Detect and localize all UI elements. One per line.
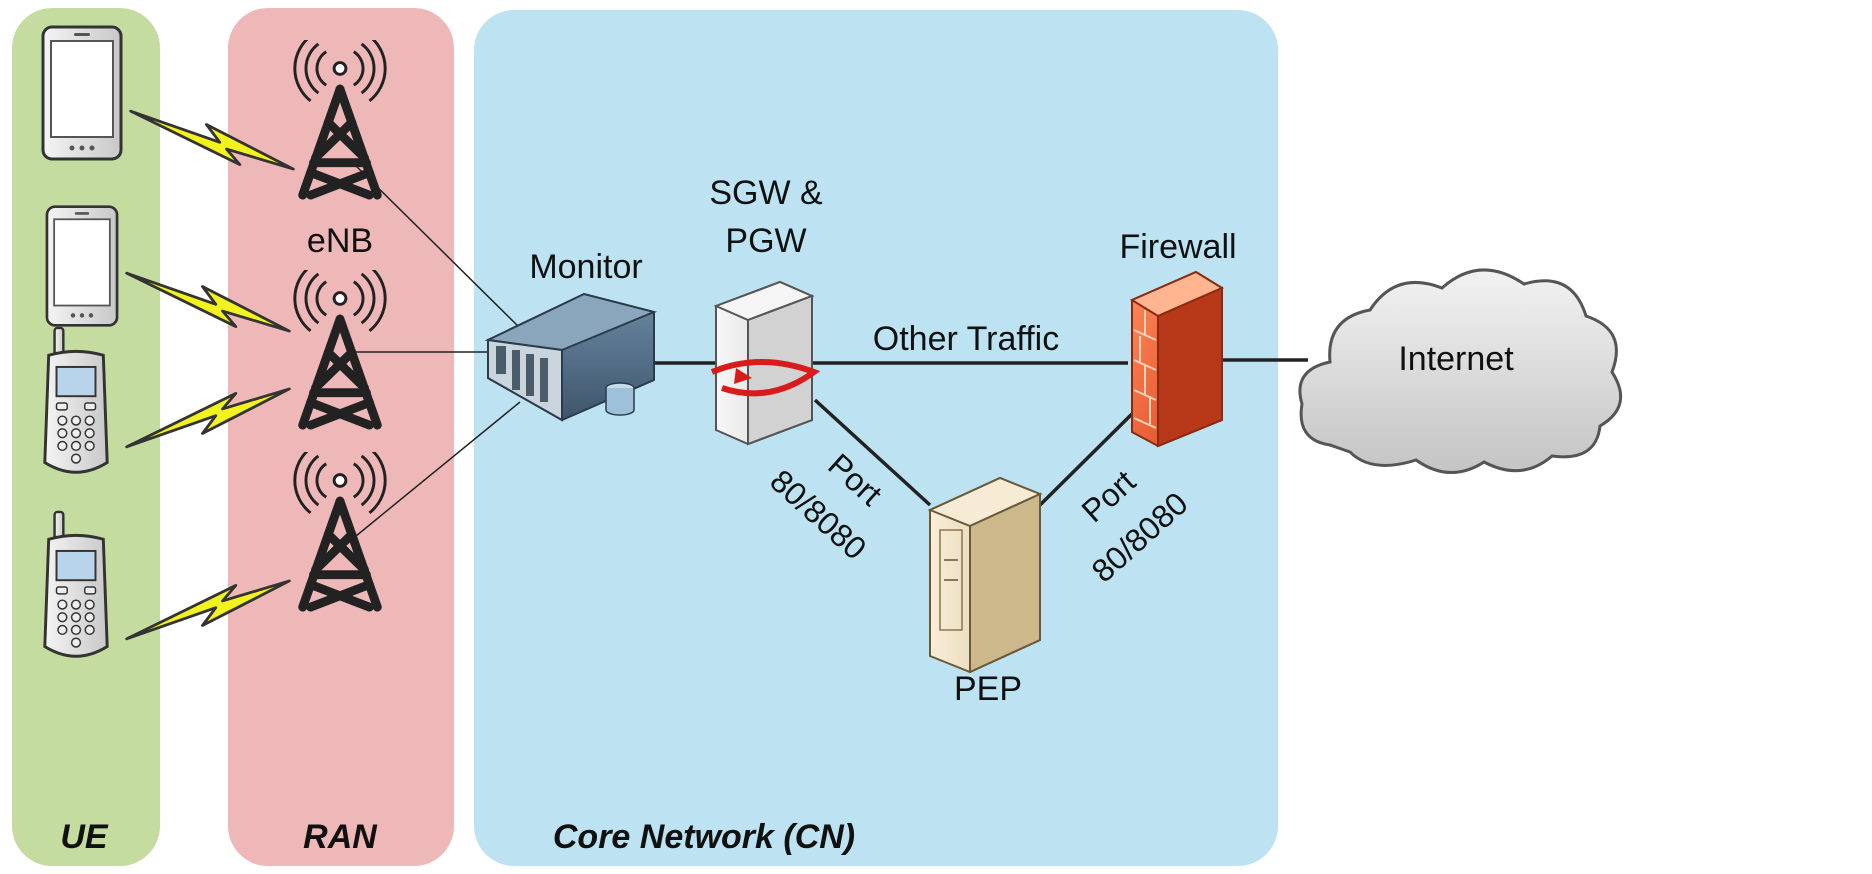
enb-label: eNB [307,222,373,260]
pep-server-icon [927,476,1043,674]
firewall-label: Firewall [1119,228,1236,266]
cloud-icon [1298,268,1622,474]
ran-zone-label: RAN [303,818,378,856]
sgw-label: SGW & [709,174,823,212]
pep-label: PEP [954,670,1022,708]
ue-zone-label: UE [60,818,109,856]
internet-label: Internet [1398,340,1514,378]
core-network-zone [474,10,1278,866]
smartphone-icon [45,205,119,327]
gateway-server-icon [710,280,821,446]
firewall-icon [1129,270,1225,448]
monitor-label: Monitor [529,248,642,286]
ran-zone [228,8,454,866]
smartphone-icon [41,25,123,161]
pgw-label: PGW [725,222,806,260]
other-traffic-label: Other Traffic [873,320,1059,358]
monitor-server-icon [484,292,658,422]
core-zone-label: Core Network (CN) [553,818,855,856]
